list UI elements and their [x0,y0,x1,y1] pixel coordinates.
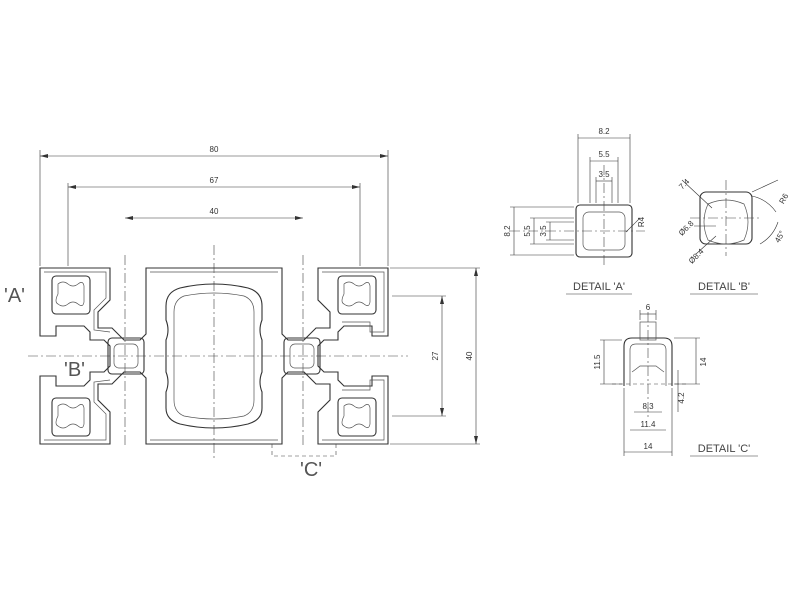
detail-c-right: 14 [699,357,708,366]
detail-c-caption: DETAIL 'C' [698,443,751,455]
detail-c-mid-w: 11.4 [641,420,657,429]
dim-40-vertical [474,268,478,444]
detail-a-mid-width: 5.5 [598,150,610,159]
core-hole-right [283,337,321,375]
detail-a-inner-width: 3.5 [598,170,610,179]
dim-40-horizontal-text: 40 [210,207,219,216]
label-b: 'B' [64,359,85,381]
profile-inner-contour [44,271,385,441]
detail-c-view: 6 11.5 14 4.2 8.3 11.4 14 DETAIL 'C' [593,303,758,457]
detail-b-d3: Ø8.4 [687,247,706,266]
detail-a-caption: DETAIL 'A' [573,281,625,293]
central-cavity-inner [173,292,255,420]
slot-c-outline [271,444,337,457]
detail-b-d4: R6 [777,192,790,206]
detail-c-top: 6 [646,303,651,312]
detail-a-view: 8.2 5.5 3.5 8.2 5.5 3.5 R4 DETAIL 'A' [503,127,646,295]
dim-67 [68,185,360,189]
dim-27-text: 27 [431,351,440,360]
central-cavity [165,283,263,429]
detail-b-caption: DETAIL 'B' [698,281,750,293]
slot-bottom-right [337,397,377,437]
detail-c-inner-w: 8.3 [642,402,654,411]
detail-a-left-mid: 5.5 [523,225,532,237]
dim-67-text: 67 [210,176,219,185]
detail-b-angle: 45° [773,229,787,244]
label-a: 'A' [4,285,25,307]
label-c: 'C' [300,459,322,481]
detail-c-left: 11.5 [593,354,602,370]
dim-80-text: 80 [210,145,219,154]
slot-top-left [51,275,91,315]
detail-a-radius: R4 [637,216,646,227]
detail-a-left-height: 8.2 [503,225,512,237]
dim-80 [40,154,388,158]
detail-c-inner-h: 4.2 [677,392,686,404]
detail-b-d2: Ø6.8 [677,219,696,238]
main-profile-view: 80 67 40 27 40 'A' 'B' 'C' [4,145,480,481]
profile-outer-contour [39,267,389,445]
slot-bottom-left [51,397,91,437]
dim-40-horizontal [125,216,303,220]
detail-c-bottom: 14 [644,442,653,451]
detail-a-left-inner: 3.5 [539,225,548,237]
core-hole-left [107,337,145,375]
dim-40-vertical-text: 40 [465,351,474,360]
dim-27 [440,296,444,416]
slot-top-right [337,275,377,315]
detail-b-view: 7.4 Ø6.8 Ø8.4 R6 45° DETAIL 'B' [677,177,791,295]
detail-b-d1: 7.4 [677,177,692,192]
detail-a-top-width: 8.2 [598,127,610,136]
